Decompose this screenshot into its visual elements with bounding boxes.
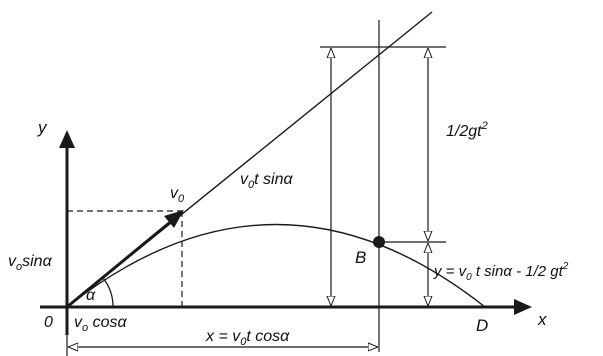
angle-label: α xyxy=(86,287,96,304)
y-equation-label: y = v0 t sinα - 1/2 gt2 xyxy=(433,261,569,283)
x-axis-arrowhead xyxy=(514,299,532,315)
point-b-marker xyxy=(373,236,385,248)
y-axis-arrowhead xyxy=(59,130,75,148)
half-gt2-label: 1/2gt2 xyxy=(446,120,488,140)
velocity-vector-arrowhead xyxy=(164,210,184,228)
angle-arc xyxy=(102,277,114,308)
x-axis-label: x xyxy=(537,310,547,329)
v0-label: v0 xyxy=(170,185,185,205)
origin-label: 0 xyxy=(44,314,53,331)
vo-cos-label: vo cosα xyxy=(74,314,127,334)
y-axis-label: y xyxy=(37,118,48,137)
point-b-label: B xyxy=(355,248,366,267)
v0t-sin-label: v0t sinα xyxy=(240,171,293,191)
trajectory-parabola xyxy=(66,223,486,308)
point-d-label: D xyxy=(476,316,488,335)
vo-sin-label: vosinα xyxy=(8,253,53,273)
velocity-vector xyxy=(66,217,175,309)
x-equation-label: x = v0t cosα xyxy=(205,328,290,348)
